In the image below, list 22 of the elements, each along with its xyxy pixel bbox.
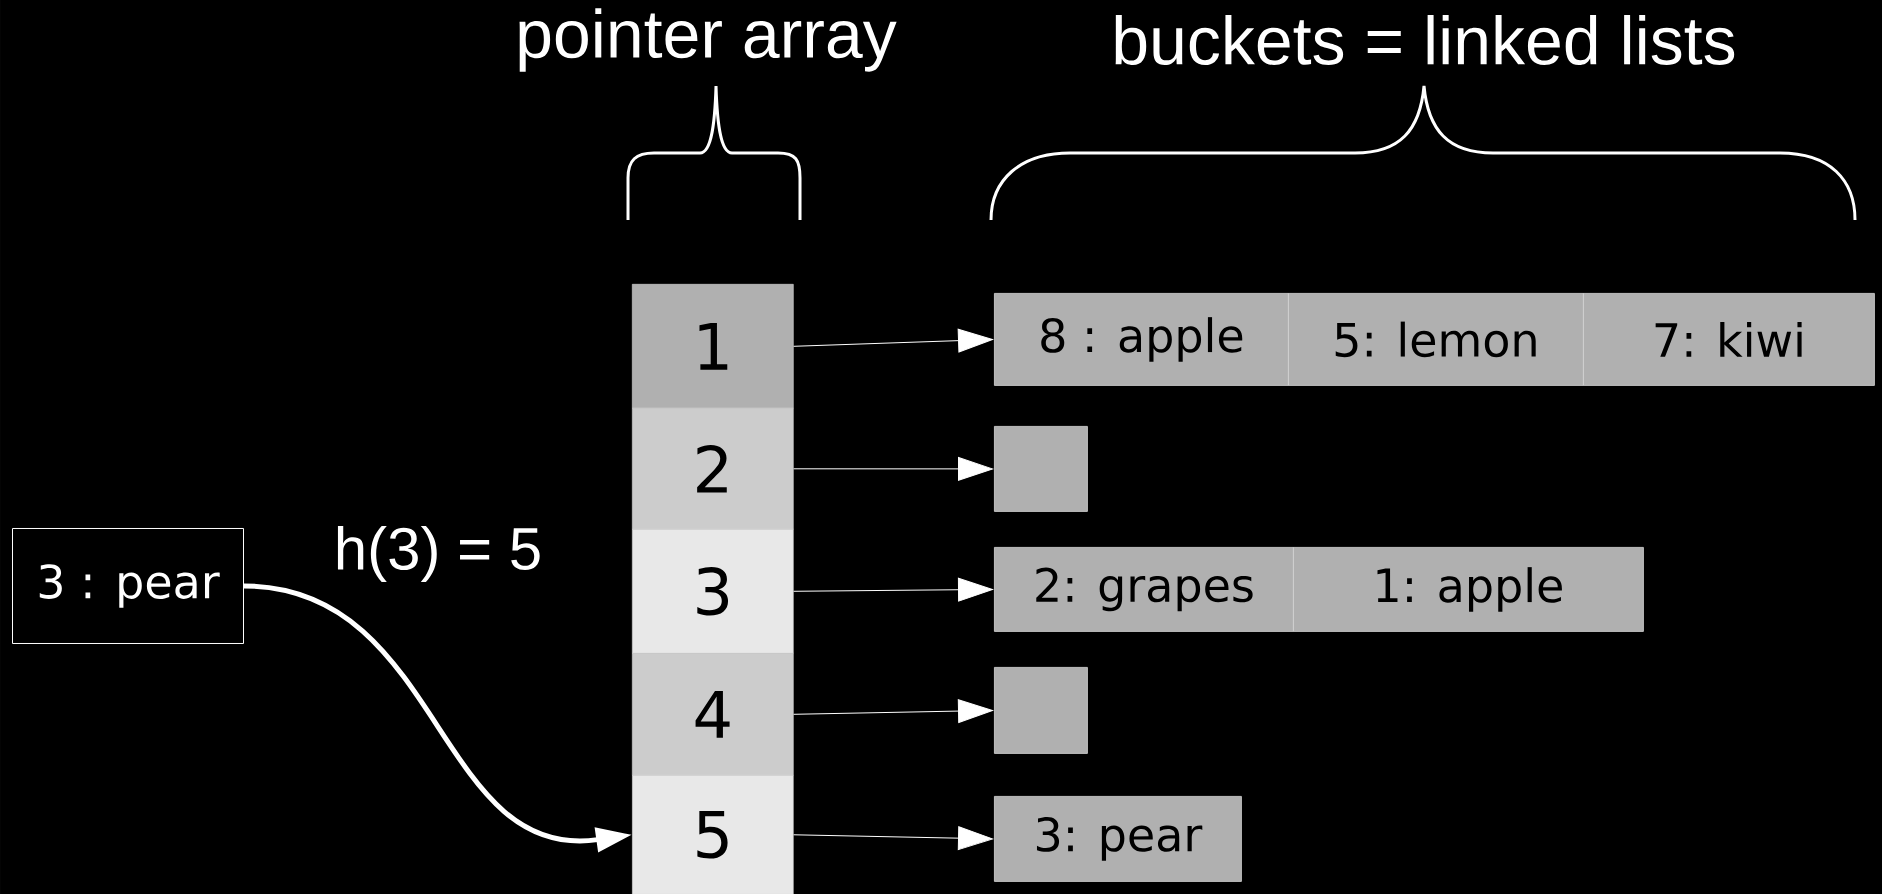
edge-label: h(3) = 5 bbox=[331, 524, 545, 584]
list-item: 8 : apple bbox=[994, 293, 1289, 386]
list-item: 2: grapes bbox=[994, 547, 1294, 632]
list-item: 1: apple bbox=[1293, 547, 1644, 632]
heading: pointer array bbox=[519, 8, 897, 72]
record-box: 3 : pear bbox=[12, 528, 244, 644]
array-cell: 5 bbox=[632, 775, 794, 894]
arrow bbox=[793, 456, 993, 481]
list-item: 5: lemon bbox=[1288, 293, 1584, 386]
empty-box bbox=[994, 426, 1088, 512]
arrow bbox=[793, 577, 993, 602]
array-cell: 2 bbox=[632, 408, 794, 530]
arrow bbox=[793, 826, 993, 851]
heading: buckets = linked lists bbox=[1115, 15, 1735, 65]
array-cell: 3 bbox=[632, 529, 794, 654]
array-cell: 4 bbox=[632, 653, 794, 776]
arrow bbox=[793, 699, 993, 723]
empty-box bbox=[994, 667, 1088, 754]
list-item: 3: pear bbox=[994, 796, 1242, 882]
array-cell: 1 bbox=[632, 284, 794, 409]
arrow bbox=[793, 328, 993, 353]
list-item: 7: kiwi bbox=[1583, 293, 1875, 386]
